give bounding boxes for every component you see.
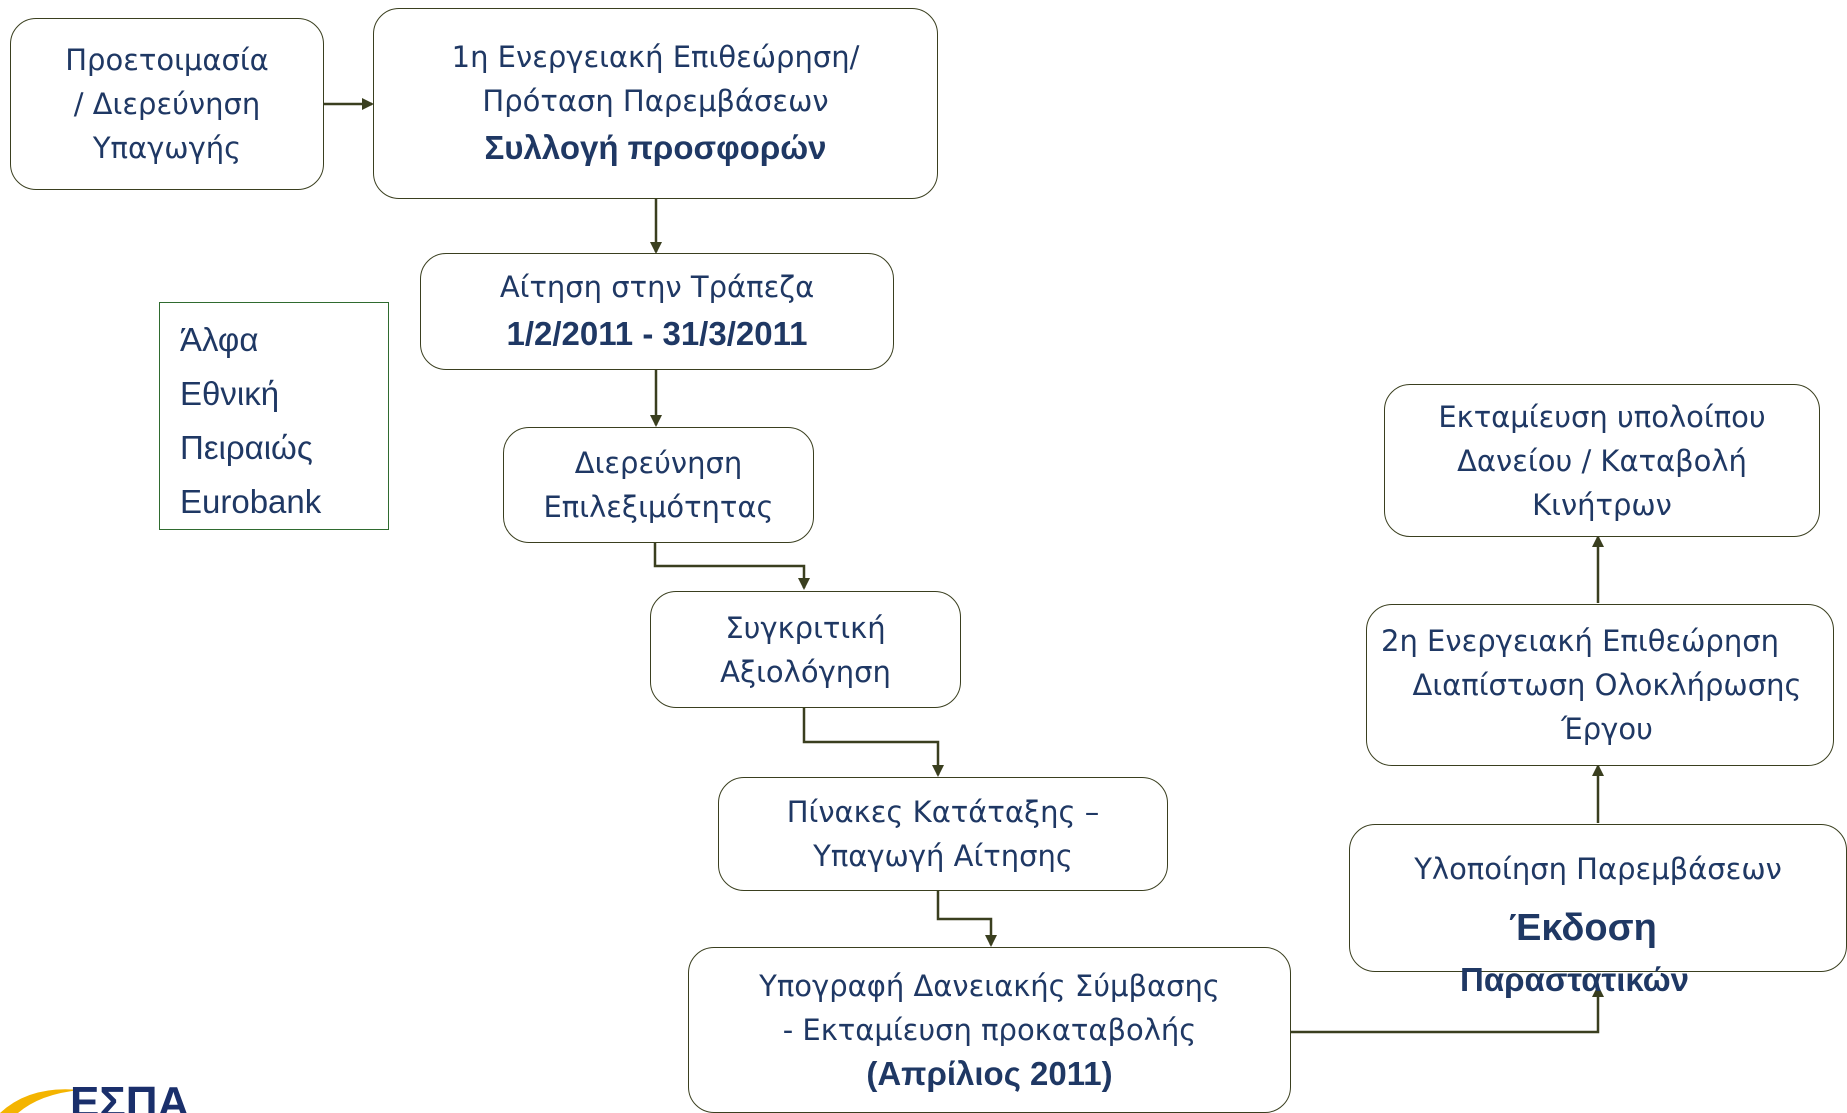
bank-item-piraeus: Πειραιώς (180, 429, 313, 466)
step-loan-date: (Απρίλιος 2011) (866, 1055, 1113, 1092)
step-comparative-evaluation: Συγκριτική Αξιολόγηση (650, 591, 961, 708)
bank-item-eurobank: Eurobank (180, 483, 322, 520)
step-energy-audit-1-line-2: Πρόταση Παρεμβάσεων (482, 83, 829, 118)
step-energy-audit-2-line-3: Έργου (1561, 712, 1653, 746)
step-disbursement-line-2: Δανείου / Καταβολή (1457, 443, 1747, 478)
step-energy-audit-1-line-1: 1η Ενεργειακή Επιθεώρηση/ (451, 39, 860, 74)
step-disbursement-line-1: Εκταμίευση υπολοίπου (1438, 399, 1766, 434)
step-prep-line-3: Υπαγωγής (92, 131, 242, 165)
connector-loan-implementation (1291, 985, 1604, 1034)
logo-swoosh-icon (0, 1089, 80, 1113)
step-energy-audit-2: 2η Ενεργειακή Επιθεώρηση Διαπίστωση Ολοκ… (1366, 604, 1834, 766)
step-energy-audit-2-line-1: 2η Ενεργειακή Επιθεώρηση (1381, 624, 1779, 658)
connector-comparative-ranking (802, 708, 944, 777)
step-loan-line-1: Υπογραφή Δανειακής Σύμβασης (759, 969, 1220, 1003)
step-eligibility-line-1: Διερεύνηση (574, 446, 743, 480)
step-prep-line-1: Προετοιμασία (65, 43, 269, 77)
step-implementation-bold-1: Έκδοση (1509, 907, 1657, 949)
logo-text: ΕΣΠΑ (70, 1080, 190, 1113)
step-bank-application-line: Αίτηση στην Τράπεζα (499, 269, 815, 304)
step-implementation-bold-2: Παραστατικών (1460, 961, 1689, 998)
step-loan-signing: Υπογραφή Δανειακής Σύμβασης - Εκταμίευση… (688, 947, 1291, 1113)
bank-item-alpha: Άλφα (180, 321, 259, 358)
step-ranking-line-2: Υπαγωγή Αίτησης (813, 839, 1073, 873)
step-bank-application-dates: 1/2/2011 - 31/3/2011 (506, 314, 808, 352)
espa-logo: ΕΣΠΑ (0, 1080, 210, 1113)
step-energy-audit-1-bold: Συλλογή προσφορών (484, 128, 827, 166)
step-energy-audit-1: 1η Ενεργειακή Επιθεώρηση/ Πρόταση Παρεμβ… (373, 8, 938, 199)
step-eligibility-line-2: Επιλεξιμότητας (543, 490, 774, 524)
step-ranking-line-1: Πίνακες Κατάταξης – (786, 795, 1100, 829)
step-loan-line-2: - Εκταμίευση προκαταβολής (782, 1013, 1197, 1047)
step-ranking: Πίνακες Κατάταξης – Υπαγωγή Αίτησης (718, 777, 1168, 891)
step-prep-line-2: / Διερεύνηση (73, 87, 261, 121)
step-disbursement: Εκταμίευση υπολοίπου Δανείου / Καταβολή … (1384, 384, 1820, 537)
step-prep: Προετοιμασία / Διερεύνηση Υπαγωγής (10, 18, 324, 190)
step-disbursement-line-3: Κινήτρων (1532, 487, 1672, 522)
step-energy-audit-2-line-2: Διαπίστωση Ολοκλήρωσης (1412, 668, 1802, 702)
connector-eligibility-comparative (653, 543, 810, 590)
bank-item-ethniki: Εθνική (180, 375, 280, 412)
step-eligibility: Διερεύνηση Επιλεξιμότητας (503, 427, 814, 543)
step-implementation-line: Υλοποίηση Παρεμβάσεων (1414, 852, 1782, 886)
step-comparative-line-1: Συγκριτική (725, 610, 886, 645)
connector-ranking-loan (936, 891, 997, 947)
step-comparative-line-2: Αξιολόγηση (720, 654, 891, 689)
banks-list: Άλφα Εθνική Πειραιώς Eurobank (159, 302, 389, 530)
step-bank-application: Αίτηση στην Τράπεζα 1/2/2011 - 31/3/2011 (420, 253, 894, 370)
